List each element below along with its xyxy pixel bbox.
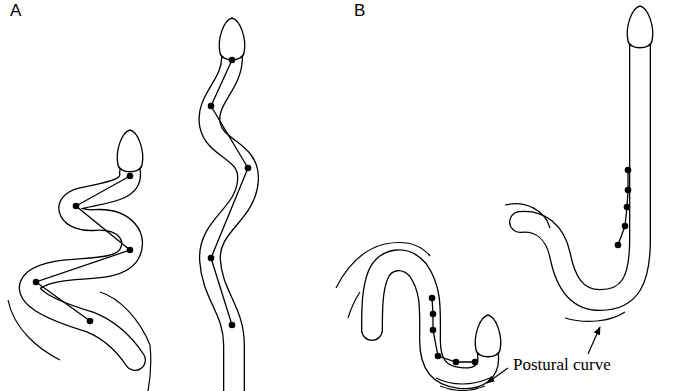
substrate-line xyxy=(8,204,625,391)
panel-letter: B xyxy=(354,2,365,21)
panel-letter: A xyxy=(10,2,21,21)
snake-body xyxy=(520,45,640,300)
annotation-label: Postural curve xyxy=(511,356,613,375)
vertebra-dot xyxy=(33,57,632,366)
snake-body xyxy=(209,58,248,391)
snake-body xyxy=(372,260,488,378)
snake-head xyxy=(117,6,652,357)
vertebra-chain xyxy=(36,60,628,362)
snake-body xyxy=(30,172,135,360)
